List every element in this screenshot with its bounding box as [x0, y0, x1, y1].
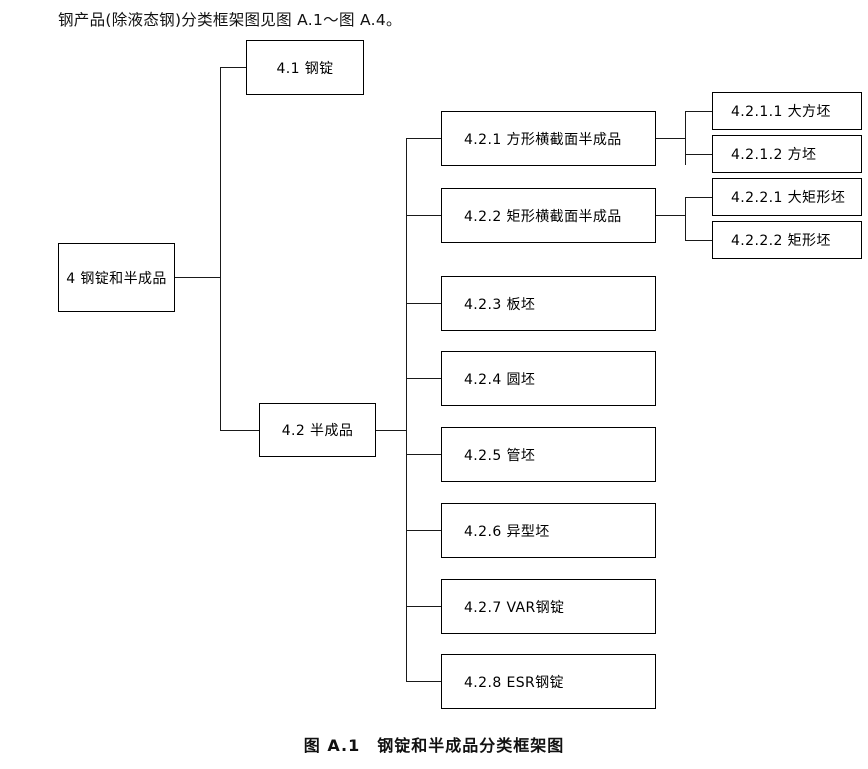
connector-to-4-1 — [220, 67, 247, 69]
node-4-2-7-label: 4.2.7 VAR钢锭 — [464, 599, 565, 616]
node-4-2-2-1[interactable]: 4.2.2.1 大矩形坯 — [712, 178, 862, 216]
node-4-2-7[interactable]: 4.2.7 VAR钢锭 — [441, 579, 656, 634]
node-4-2-2-2[interactable]: 4.2.2.2 矩形坯 — [712, 221, 862, 259]
connector-trunk-level2 — [406, 138, 408, 681]
node-4-2-label: 4.2 半成品 — [281, 423, 354, 439]
node-4-2-1-1-label: 4.2.1.1 大方坯 — [731, 104, 831, 120]
node-4-1[interactable]: 4.1 钢锭 — [246, 40, 364, 95]
connector-root-stub — [175, 277, 221, 279]
node-4-2-1-2-label: 4.2.1.2 方坯 — [731, 147, 817, 163]
connector-to-4-2-6 — [406, 530, 441, 532]
node-4-2-1-label: 4.2.1 方形横截面半成品 — [464, 131, 622, 148]
connector-bracket-4-2-2 — [685, 197, 687, 241]
node-4-2-2-label: 4.2.2 矩形横截面半成品 — [464, 208, 622, 225]
node-4-2-1[interactable]: 4.2.1 方形横截面半成品 — [441, 111, 656, 166]
node-4-2-2[interactable]: 4.2.2 矩形横截面半成品 — [441, 188, 656, 243]
node-4-label: 4 钢锭和半成品 — [66, 270, 167, 287]
node-4-2-3-label: 4.2.3 板坯 — [464, 296, 536, 313]
node-4-2-6-label: 4.2.6 异型坯 — [464, 523, 550, 540]
node-4-2-2-2-label: 4.2.2.2 矩形坯 — [731, 233, 831, 249]
connector-to-4-2-1 — [406, 138, 441, 140]
connector-to-4-2-5 — [406, 454, 441, 456]
connector-to-4-2 — [220, 430, 260, 432]
intro-paragraph: 钢产品(除液态钢)分类框架图见图 A.1～图 A.4。 — [58, 11, 402, 29]
connector-4-2-stub — [376, 430, 407, 432]
node-4-2-8[interactable]: 4.2.8 ESR钢锭 — [441, 654, 656, 709]
node-4-2[interactable]: 4.2 半成品 — [259, 403, 376, 457]
connector-to-4-2-7 — [406, 606, 441, 608]
figure-caption: 图 A.1 钢锭和半成品分类框架图 — [303, 736, 565, 755]
connector-to-4-2-1-1 — [685, 111, 712, 113]
connector-to-4-2-3 — [406, 303, 441, 305]
node-4-2-3[interactable]: 4.2.3 板坯 — [441, 276, 656, 331]
connector-to-4-2-1-2 — [685, 154, 712, 156]
connector-bracket-4-2-1 — [685, 111, 687, 165]
node-4-root[interactable]: 4 钢锭和半成品 — [58, 243, 175, 312]
node-4-2-2-1-label: 4.2.2.1 大矩形坯 — [731, 190, 846, 206]
node-4-1-label: 4.1 钢锭 — [276, 60, 334, 77]
node-4-2-8-label: 4.2.8 ESR钢锭 — [464, 674, 564, 691]
connector-to-4-2-2 — [406, 215, 441, 217]
connector-to-4-2-2-1 — [685, 197, 712, 199]
connector-to-4-2-4 — [406, 378, 441, 380]
node-4-2-1-2[interactable]: 4.2.1.2 方坯 — [712, 135, 862, 173]
node-4-2-5-label: 4.2.5 管坯 — [464, 447, 536, 464]
node-4-2-4[interactable]: 4.2.4 圆坯 — [441, 351, 656, 406]
connector-to-4-2-2-2 — [685, 240, 712, 242]
node-4-2-4-label: 4.2.4 圆坯 — [464, 371, 536, 388]
connector-to-4-2-8 — [406, 681, 441, 683]
node-4-2-6[interactable]: 4.2.6 异型坯 — [441, 503, 656, 558]
node-4-2-5[interactable]: 4.2.5 管坯 — [441, 427, 656, 482]
connector-4-2-2-stub — [656, 215, 686, 217]
connector-trunk-level1 — [220, 67, 222, 431]
connector-4-2-1-stub — [656, 138, 686, 140]
node-4-2-1-1[interactable]: 4.2.1.1 大方坯 — [712, 92, 862, 130]
